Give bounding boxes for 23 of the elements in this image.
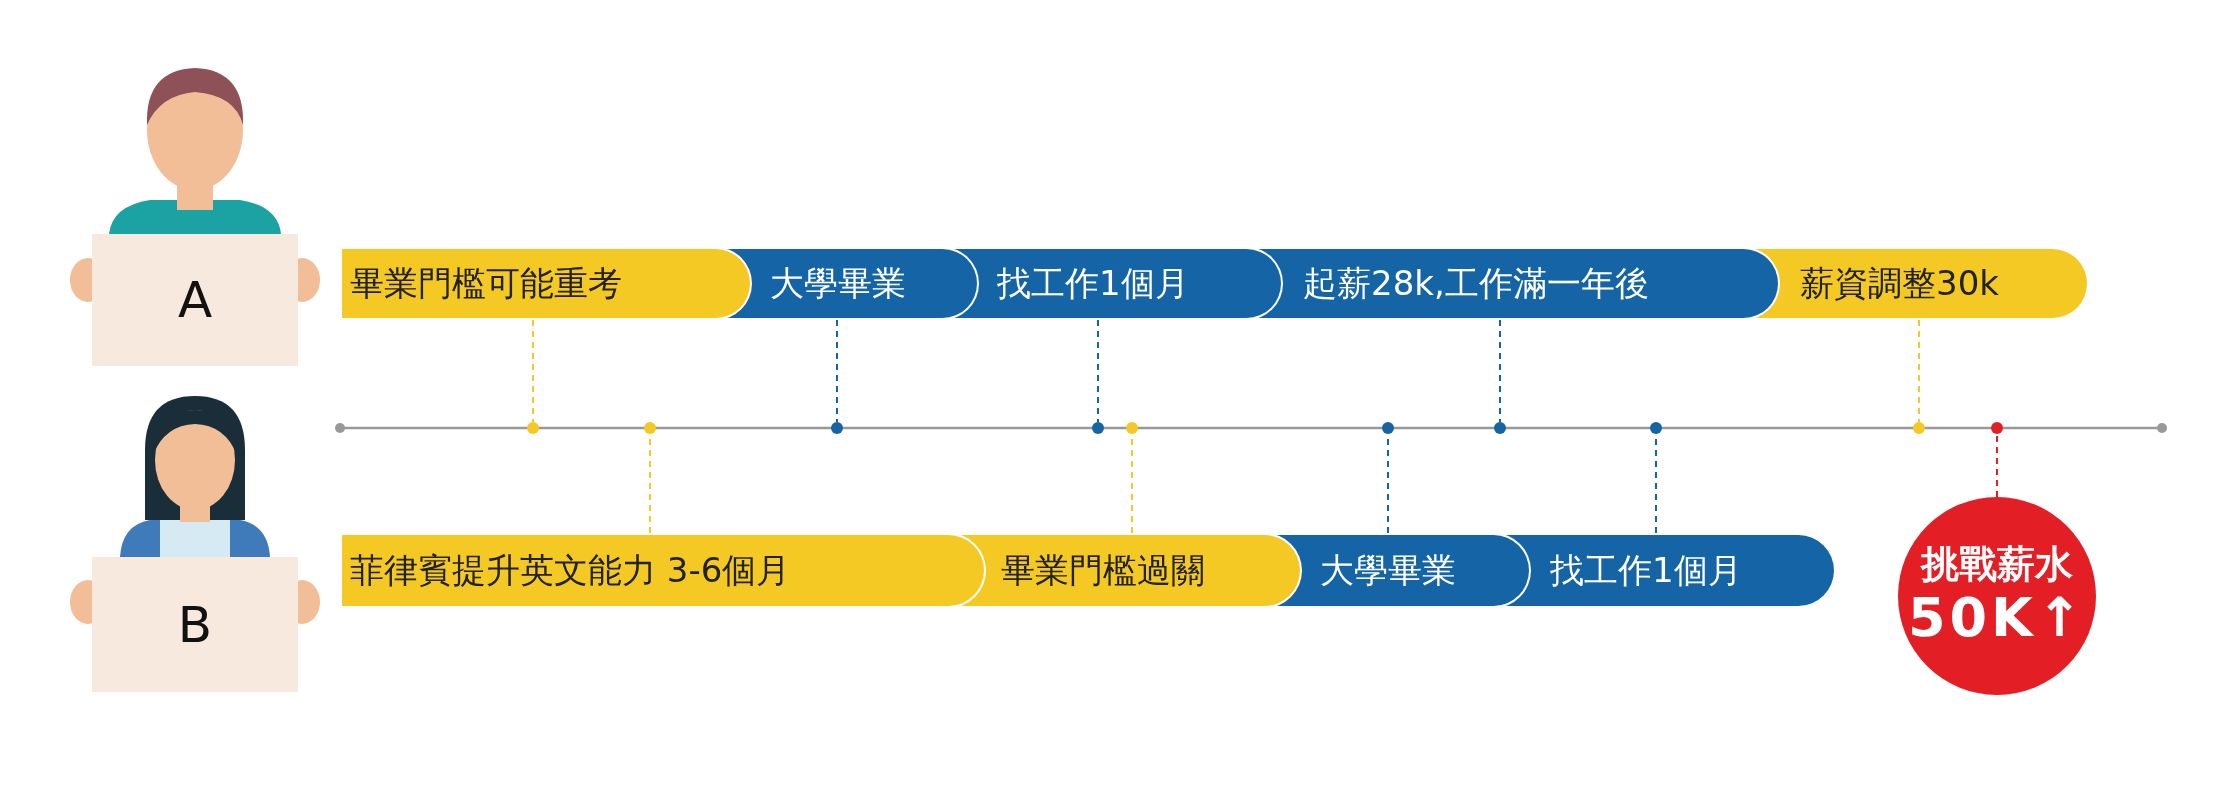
leader-line bbox=[1918, 319, 1920, 423]
sign-letter: A bbox=[177, 271, 213, 329]
segment-label: 找工作1個月 bbox=[997, 261, 1189, 305]
leader-line bbox=[1499, 319, 1501, 423]
sign-board bbox=[92, 234, 298, 366]
leader-line bbox=[532, 319, 534, 423]
leader-line bbox=[836, 319, 838, 423]
segment-label: 畢業門檻可能重考 bbox=[350, 261, 622, 305]
segment-label: 找工作1個月 bbox=[1550, 548, 1742, 592]
sign-letter: B bbox=[177, 595, 213, 654]
goal-text: 挑戰薪水 bbox=[1921, 543, 2073, 587]
segment-label: 薪資調整30k bbox=[1800, 261, 1999, 305]
segment-label: 起薪28k,工作滿一年後 bbox=[1303, 261, 1649, 305]
highlight-segment bbox=[342, 533, 986, 608]
leader-line bbox=[1996, 433, 1998, 498]
leader-line bbox=[1097, 319, 1099, 423]
segment-label: 畢業門檻過關 bbox=[1001, 548, 1205, 592]
sign-board bbox=[92, 557, 298, 692]
highlight-segment bbox=[342, 247, 752, 320]
segment-label: 大學畢業 bbox=[770, 261, 906, 305]
segment-label: 大學畢業 bbox=[1320, 548, 1456, 592]
goal-text: 50K↑ bbox=[1907, 586, 2087, 649]
segment-label: 菲律賓提升英文能力 3-6個月 bbox=[350, 548, 791, 592]
